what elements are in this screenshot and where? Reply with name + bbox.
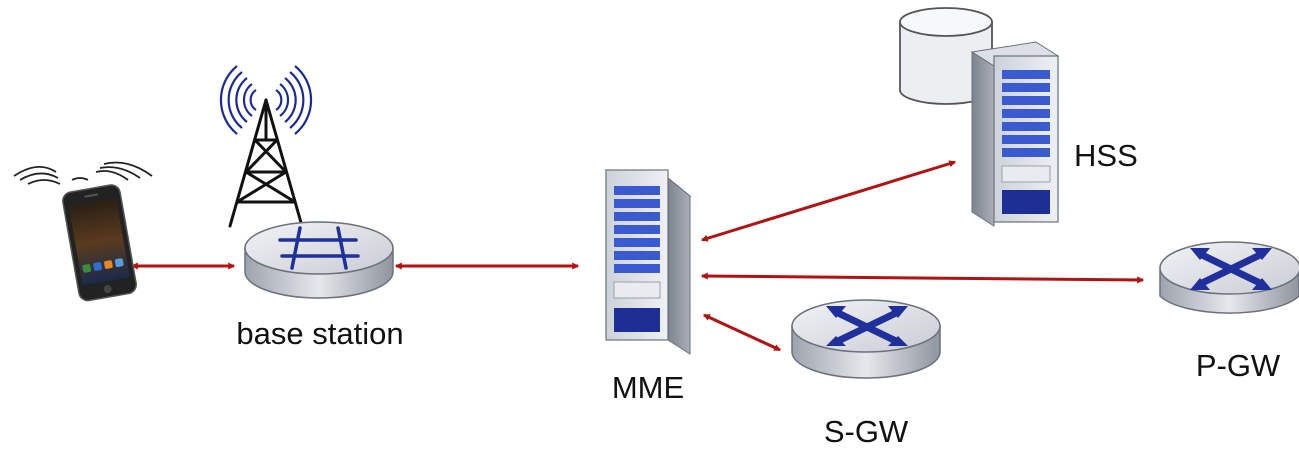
pgw-label: P-GW: [1196, 348, 1281, 383]
router-icon: [1159, 241, 1299, 314]
hss-label: HSS: [1074, 138, 1138, 173]
base-station-label: base station: [236, 316, 403, 351]
server-icon: [604, 169, 692, 355]
router-icon: [791, 299, 941, 379]
link-mme-pgw: [700, 272, 1145, 284]
link-mme-sgw: [702, 313, 782, 352]
link-mme-hss: [700, 160, 957, 242]
cell-tower-icon: [219, 65, 394, 299]
sgw-label: S-GW: [824, 414, 909, 449]
mme-label: MME: [612, 370, 684, 405]
links: [130, 160, 1145, 352]
smartphone-icon: [13, 161, 153, 302]
database-server-icon: [899, 7, 1060, 227]
